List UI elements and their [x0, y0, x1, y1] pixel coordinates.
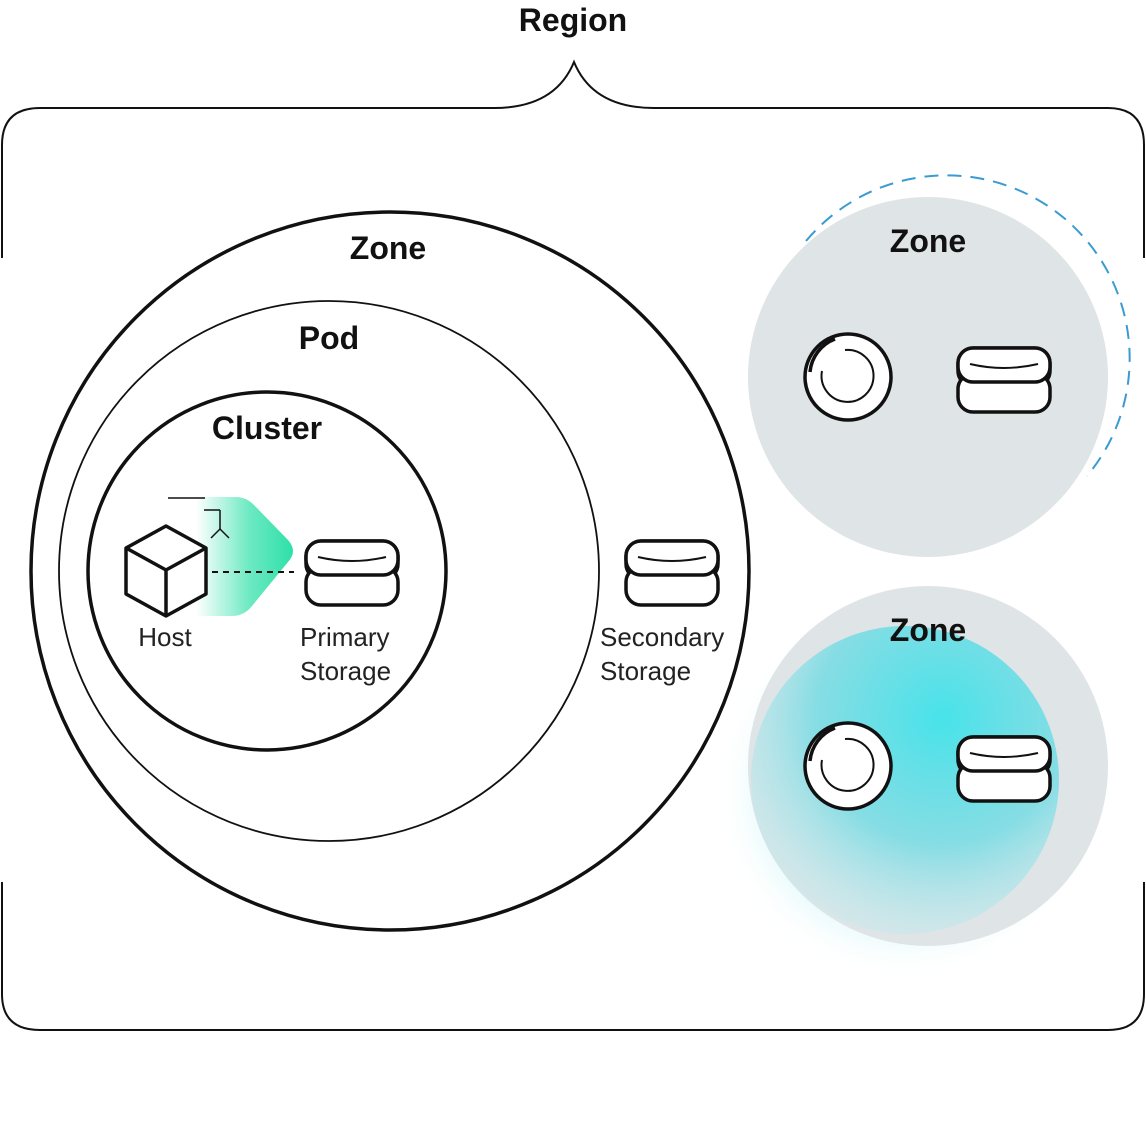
primary-storage-label: Primary Storage: [300, 622, 397, 686]
region-brace: [1, 59, 1145, 1031]
region-label: Region: [519, 2, 627, 38]
host-label: Host: [138, 622, 192, 652]
host: Host: [124, 497, 294, 652]
disc-icon: [803, 721, 893, 811]
secondary-storage: Secondary Storage: [600, 539, 732, 686]
dashed-orbit: [805, 174, 1131, 477]
secondary-storage-label: Secondary Storage: [600, 622, 732, 686]
pod-label: Pod: [299, 320, 359, 356]
side-zone-2: Zone: [715, 586, 1108, 980]
database-icon: [956, 735, 1052, 803]
side-zone-1: Zone: [748, 174, 1131, 557]
side-zone-1-label: Zone: [890, 223, 966, 259]
primary-storage: Primary Storage: [300, 539, 400, 686]
main-zone-label: Zone: [350, 230, 426, 266]
cube-icon: [124, 524, 208, 618]
database-icon: [956, 346, 1052, 414]
database-icon: [624, 539, 720, 607]
side-zone-2-label: Zone: [890, 612, 966, 648]
disc-icon: [803, 332, 893, 422]
database-icon: [304, 539, 400, 607]
cluster-label: Cluster: [212, 410, 322, 446]
